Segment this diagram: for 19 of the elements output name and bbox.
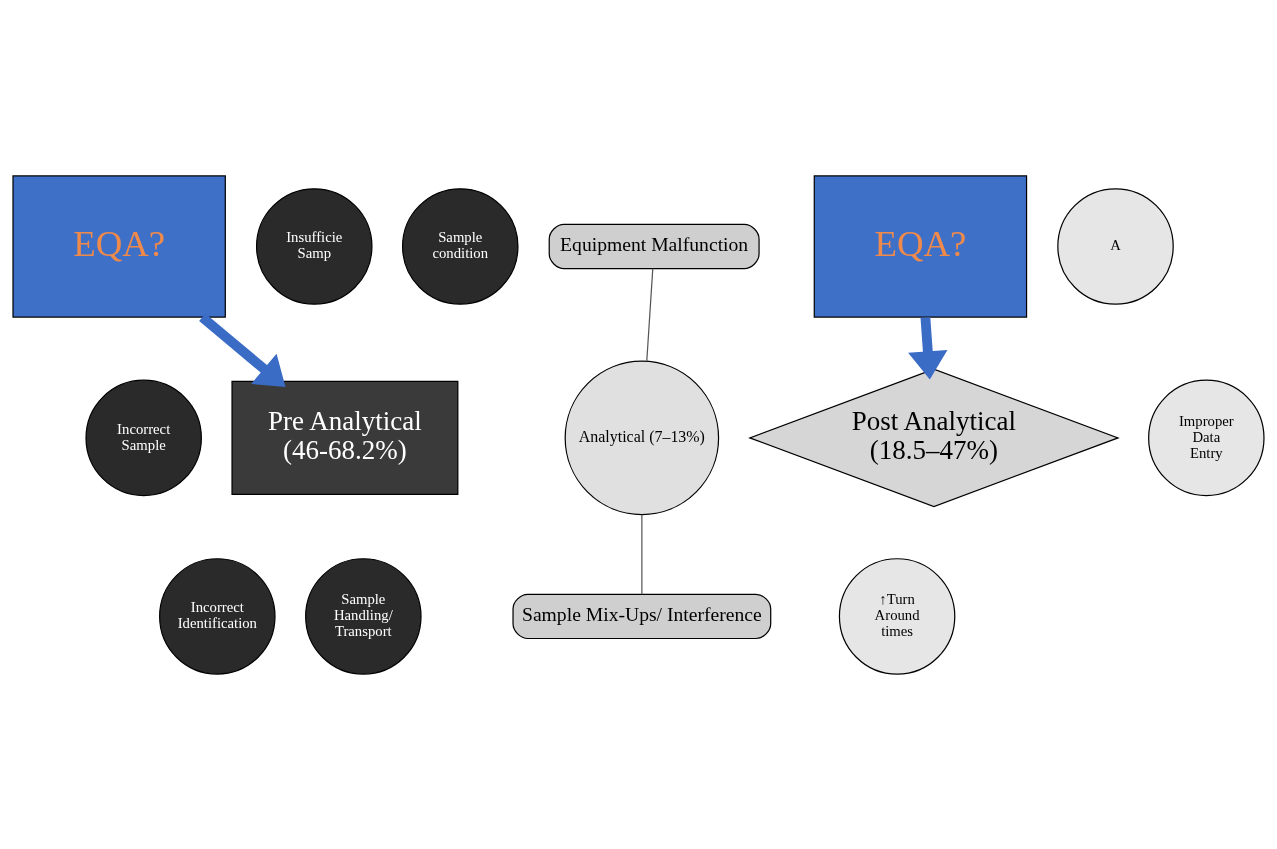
node-box: EQA? <box>813 174 1028 318</box>
node-circle: ↑Turn Around times <box>838 557 956 675</box>
arrow <box>908 316 948 379</box>
node-box: Pre Analytical (46-68.2%) <box>231 380 459 495</box>
node-box: Equipment Malfunction <box>548 223 760 269</box>
node-circle: Incorrect Sample <box>85 379 202 496</box>
arrow <box>199 313 286 387</box>
node-diamond: Post Analytical (18.5–47%) <box>748 368 1120 507</box>
node-circle: Sample Handling/ Transport <box>305 557 422 675</box>
node-circle: Incorrect Identification <box>159 557 276 675</box>
connector <box>646 267 654 362</box>
node-circle: Analytical (7–13%) <box>564 360 720 515</box>
node-box: Sample Mix-Ups/ Interference <box>512 593 772 639</box>
node-circle: Insufficie Samp <box>255 187 373 305</box>
connector <box>641 513 643 595</box>
node-circle: A <box>1057 187 1174 305</box>
node-box: EQA? <box>12 174 226 318</box>
node-circle: Sample condition <box>402 187 519 305</box>
node-circle: Improper Data Entry <box>1148 379 1265 496</box>
